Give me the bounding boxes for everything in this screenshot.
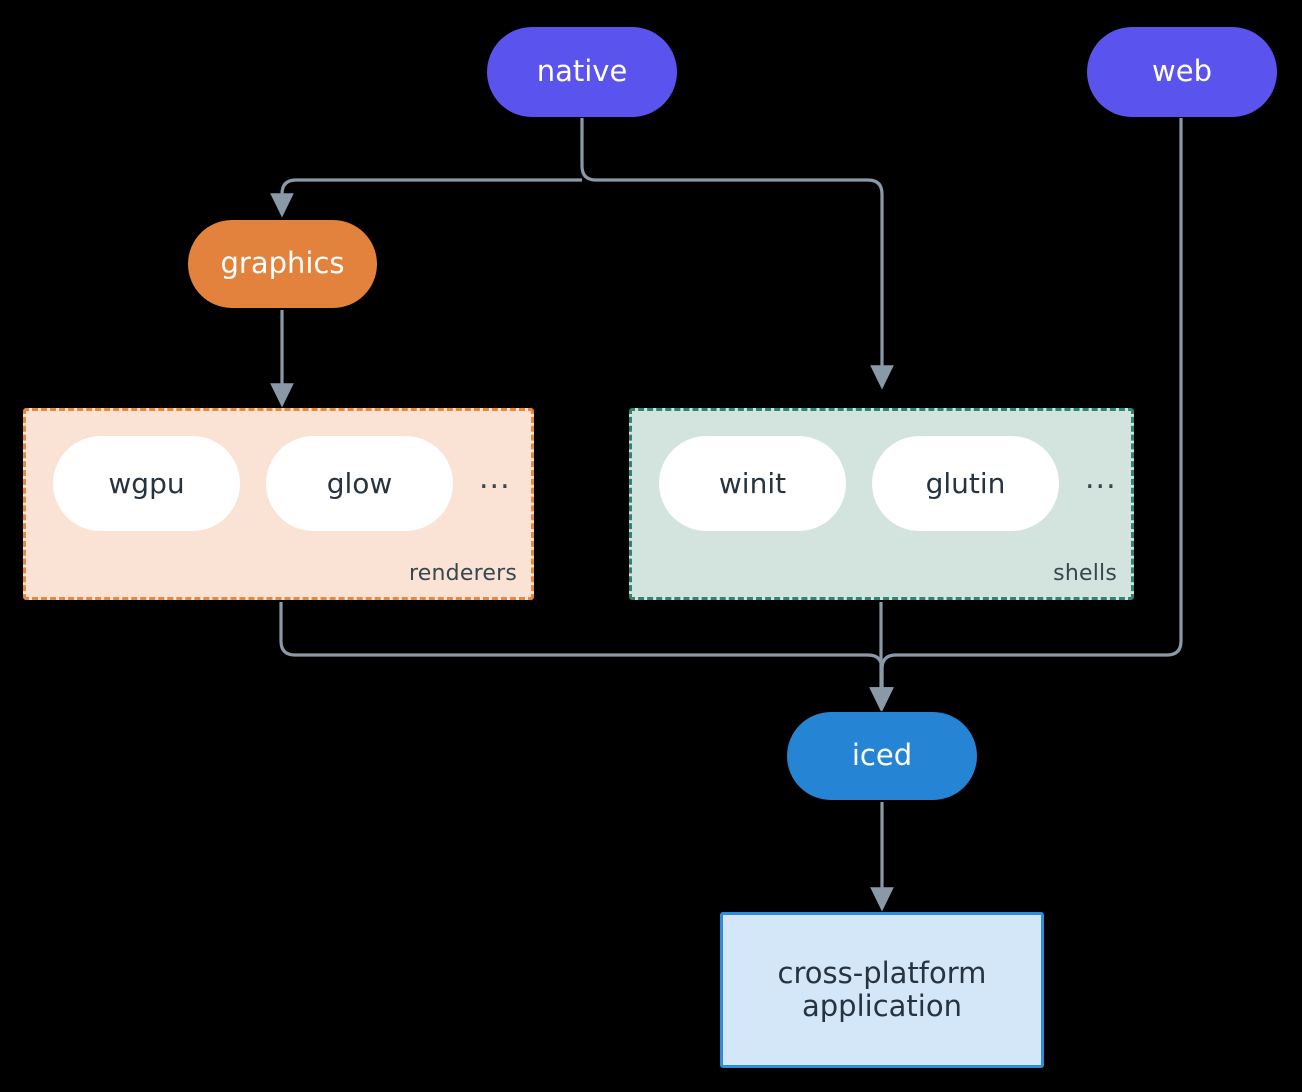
edge-renderers-to-iced: [279, 602, 894, 712]
chip-glow[interactable]: glow: [266, 436, 453, 531]
shells-more-ellipsis: ...: [1085, 460, 1117, 496]
group-renderers[interactable]: wgpu glow ... renderers: [23, 408, 534, 600]
node-graphics[interactable]: graphics: [188, 220, 377, 308]
group-shells-title: shells: [1053, 561, 1117, 586]
node-native-label: native: [536, 54, 628, 89]
node-application-label: cross-platform application: [777, 955, 987, 1023]
node-iced[interactable]: iced: [787, 712, 977, 800]
chip-glutin[interactable]: glutin: [872, 436, 1059, 531]
edge-native-trunk: [580, 118, 894, 390]
edge-native-to-graphics: [270, 178, 582, 218]
chip-winit-label: winit: [718, 467, 787, 500]
node-native[interactable]: native: [487, 27, 677, 117]
group-renderers-items: wgpu glow ...: [53, 436, 511, 531]
group-shells[interactable]: winit glutin ... shells: [629, 408, 1134, 600]
chip-wgpu-label: wgpu: [108, 467, 185, 500]
renderers-more-ellipsis: ...: [479, 460, 511, 496]
node-cross-platform-application[interactable]: cross-platform application: [720, 912, 1044, 1068]
group-renderers-title: renderers: [409, 561, 517, 586]
chip-winit[interactable]: winit: [659, 436, 846, 531]
node-web-label: web: [1152, 54, 1212, 89]
node-iced-label: iced: [851, 738, 913, 773]
node-graphics-label: graphics: [220, 246, 345, 281]
node-web[interactable]: web: [1087, 27, 1277, 117]
group-shells-items: winit glutin ...: [659, 436, 1117, 531]
chip-wgpu[interactable]: wgpu: [53, 436, 240, 531]
chip-glutin-label: glutin: [925, 467, 1006, 500]
chip-glow-label: glow: [326, 467, 393, 500]
